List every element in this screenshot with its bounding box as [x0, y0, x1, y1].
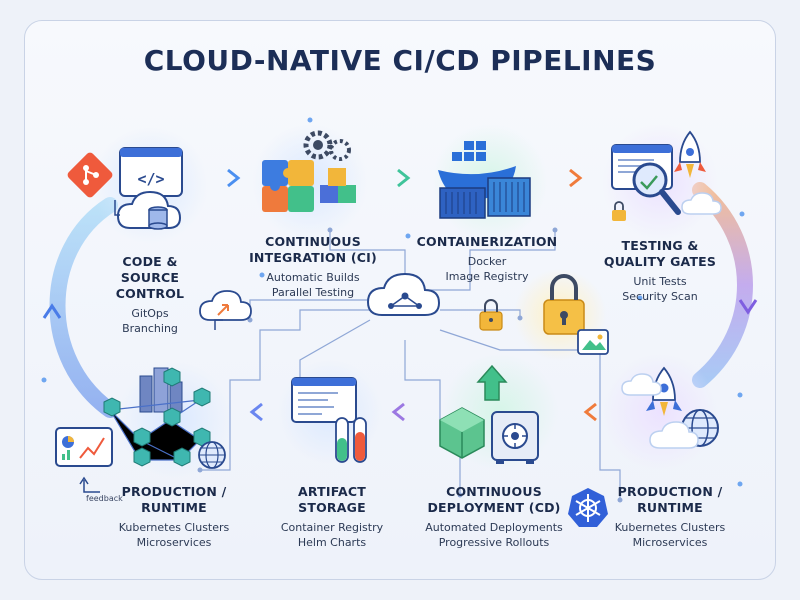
stage-testing-quality-gates: TESTING & QUALITY GATES Unit Tests Secur…: [590, 238, 730, 304]
stage-heading: CONTAINERIZATION: [416, 234, 558, 249]
cloud-database-icon: [114, 190, 182, 230]
stage-heading: INTEGRATION (CI): [249, 250, 377, 265]
chevron-left-icon: [249, 402, 263, 422]
cube-upload-icon: [439, 364, 508, 459]
stage-detail: Microservices: [136, 536, 212, 549]
stage-heading: ARTIFACT: [298, 484, 366, 499]
stage-detail: Kubernetes Clusters: [614, 521, 726, 534]
globe-icon: [198, 441, 226, 469]
magnifier-icon: [632, 162, 681, 215]
image-icon: [577, 329, 609, 355]
puzzle-gears-icon: [262, 130, 356, 212]
cloud-icon: [649, 421, 699, 449]
stage-detail: Security Scan: [622, 290, 698, 303]
svg-text:</>: </>: [137, 170, 164, 188]
shipping-container-icon: [439, 177, 531, 219]
stage-detail: Kubernetes Clusters: [118, 521, 230, 534]
dashboard-chart-icon: [55, 427, 113, 467]
chevron-right-icon: [397, 168, 411, 188]
browser-window-icon: [291, 377, 357, 423]
stage-heading: DEPLOYMENT (CD): [427, 500, 561, 515]
stage-production-runtime-left: PRODUCTION / RUNTIME Kubernetes Clusters…: [104, 484, 244, 550]
stage-detail: GitOps: [131, 307, 169, 320]
stage-code-source-control: CODE & SOURCE CONTROL GitOps Branching: [95, 254, 205, 336]
stage-heading: STORAGE: [298, 500, 366, 515]
flow-arrow-left: [49, 197, 118, 418]
stage-continuous-deployment: CONTINUOUS DEPLOYMENT (CD) Automated Dep…: [414, 484, 574, 550]
stage-detail: Progressive Rollouts: [438, 536, 550, 549]
stage-detail: Automated Deployments: [425, 521, 563, 534]
stage-heading: RUNTIME: [141, 500, 207, 515]
rocket-icon: [674, 130, 706, 178]
chevron-right-icon: [569, 168, 583, 188]
stage-artifact-storage: ARTIFACT STORAGE Container Registry Helm…: [262, 484, 402, 550]
code-window-icon: </>: [119, 147, 183, 197]
chevron-up-icon: [42, 303, 62, 319]
stage-containerization: CONTAINERIZATION Docker Image Registry: [412, 234, 562, 284]
stage-detail: Image Registry: [445, 270, 529, 283]
test-tubes-icon: [335, 417, 367, 463]
cloud-icon: [621, 373, 662, 396]
stage-detail: Branching: [122, 322, 178, 335]
stage-heading: SOURCE: [120, 270, 180, 285]
stage-detail: Container Registry: [280, 521, 384, 534]
stage-heading: PRODUCTION /: [121, 484, 227, 499]
cloud-network-hub-icon: [366, 272, 441, 316]
stage-detail: Docker: [467, 255, 507, 268]
stage-heading: CODE &: [122, 254, 178, 269]
chevron-right-icon: [227, 168, 241, 188]
stage-continuous-integration: CONTINUOUS INTEGRATION (CI) Automatic Bu…: [238, 234, 388, 300]
stage-heading: QUALITY GATES: [603, 254, 717, 269]
padlock-icon: [479, 299, 503, 331]
stage-detail: Helm Charts: [297, 536, 367, 549]
chevron-left-icon: [583, 402, 597, 422]
decor-dots: [41, 117, 745, 487]
page-title: CLOUD-NATIVE CI/CD PIPELINES: [143, 44, 657, 77]
padlock-icon: [612, 201, 626, 221]
feedback-label: feedback: [86, 494, 123, 503]
stage-heading: CONTROL: [115, 286, 185, 301]
kubernetes-icon: [568, 488, 608, 527]
stage-detail: Unit Tests: [633, 275, 687, 288]
stage-production-runtime-right: PRODUCTION / RUNTIME Kubernetes Clusters…: [600, 484, 740, 550]
stage-detail: Parallel Testing: [271, 286, 355, 299]
chevron-up-icon: [79, 476, 89, 485]
feedback-arrow: [83, 480, 100, 493]
stage-heading: PRODUCTION /: [617, 484, 723, 499]
cloud-icon: [681, 192, 722, 215]
git-icon: [67, 152, 113, 198]
vault-safe-icon: [491, 411, 539, 464]
stage-detail: Automatic Builds: [266, 271, 360, 284]
stage-heading: RUNTIME: [637, 500, 703, 515]
stage-heading: CONTINUOUS: [265, 234, 361, 249]
stage-detail: Microservices: [632, 536, 708, 549]
city-network-icon: [103, 367, 211, 467]
cloud-sync-icon: [199, 290, 252, 330]
padlock-icon: [543, 274, 585, 335]
stage-heading: TESTING &: [621, 238, 699, 253]
chevron-down-icon: [738, 299, 758, 315]
stage-heading: CONTINUOUS: [446, 484, 542, 499]
chevron-left-icon: [391, 402, 405, 422]
